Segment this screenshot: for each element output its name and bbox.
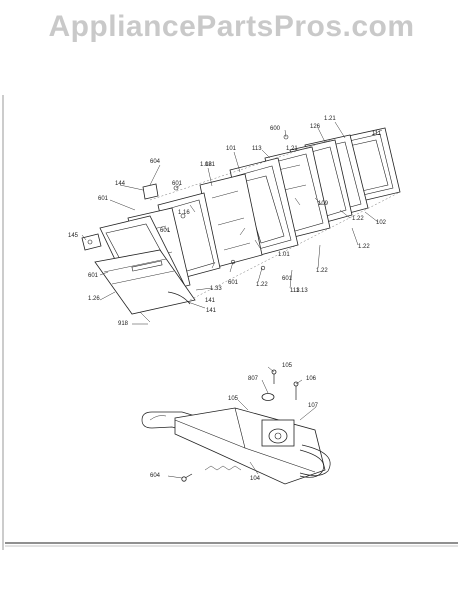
door-outer-panel	[94, 215, 196, 315]
part-label: 104	[250, 476, 261, 482]
hinge-spring	[204, 465, 242, 471]
part-label: 107	[308, 403, 319, 409]
part-label: 1.21	[286, 146, 298, 152]
hinge-cam	[261, 419, 295, 447]
part-label: 1.01	[278, 252, 290, 258]
part-label: 918	[118, 321, 129, 327]
door-hinge-assembly: 105 807 106 105 107 604 104	[141, 363, 331, 485]
part-label: 601	[160, 228, 171, 234]
part-label: 102	[376, 220, 387, 226]
hinge-screw	[293, 381, 299, 400]
door-clip	[142, 183, 159, 200]
part-label: 600	[270, 126, 281, 132]
oven-door-assembly: 111 1.21 126 600 113 1.21 101 1.08 109 1…	[68, 116, 401, 327]
part-label: 1.21	[324, 116, 336, 122]
part-label: 1.33	[210, 286, 222, 292]
part-label: 1.22	[352, 216, 364, 222]
part-label: 1.22	[358, 244, 370, 250]
hinge-body	[174, 407, 326, 485]
hinge-screw	[271, 369, 277, 384]
hinge-washer	[261, 393, 275, 401]
door-screw	[283, 134, 289, 140]
part-label: 106	[306, 376, 317, 382]
part-label: 1.08	[200, 162, 212, 168]
part-label: 601	[282, 276, 293, 282]
part-label: 113	[290, 288, 300, 294]
part-label: 144	[115, 181, 126, 187]
part-label: 601	[98, 196, 109, 202]
part-label: 601	[88, 273, 99, 279]
site-watermark: AppliancePartsPros.com	[48, 10, 415, 43]
door-screw	[173, 185, 179, 191]
part-label: 1.16	[178, 210, 190, 216]
part-label: 604	[150, 159, 161, 165]
part-label: 105	[282, 363, 293, 369]
part-label: 121	[205, 162, 216, 168]
part-label: 1.26	[88, 296, 100, 302]
part-label: 126	[310, 124, 321, 130]
door-screw	[260, 265, 266, 271]
door-small-bracket	[81, 233, 102, 251]
part-label: 145	[68, 233, 79, 239]
door-screw	[230, 259, 236, 265]
hinge-wire	[299, 444, 331, 476]
hinge-screw	[181, 473, 193, 482]
part-label: 1.13	[296, 288, 308, 294]
part-label: 141	[206, 308, 217, 314]
part-label: 111	[372, 131, 382, 137]
part-label: 601	[228, 280, 239, 286]
part-label: 1.22	[316, 268, 328, 274]
part-label: 807	[248, 376, 259, 382]
part-label: 105	[228, 396, 239, 402]
part-label: 601	[172, 181, 183, 187]
part-label: 141	[205, 298, 216, 304]
part-label: 113	[252, 146, 262, 152]
part-label: 1.22	[256, 282, 268, 288]
hinge-wire	[299, 449, 324, 478]
part-label: 101	[226, 146, 237, 152]
part-label: 604	[150, 473, 161, 479]
part-label: 109	[318, 201, 329, 207]
door-screw	[180, 213, 186, 219]
